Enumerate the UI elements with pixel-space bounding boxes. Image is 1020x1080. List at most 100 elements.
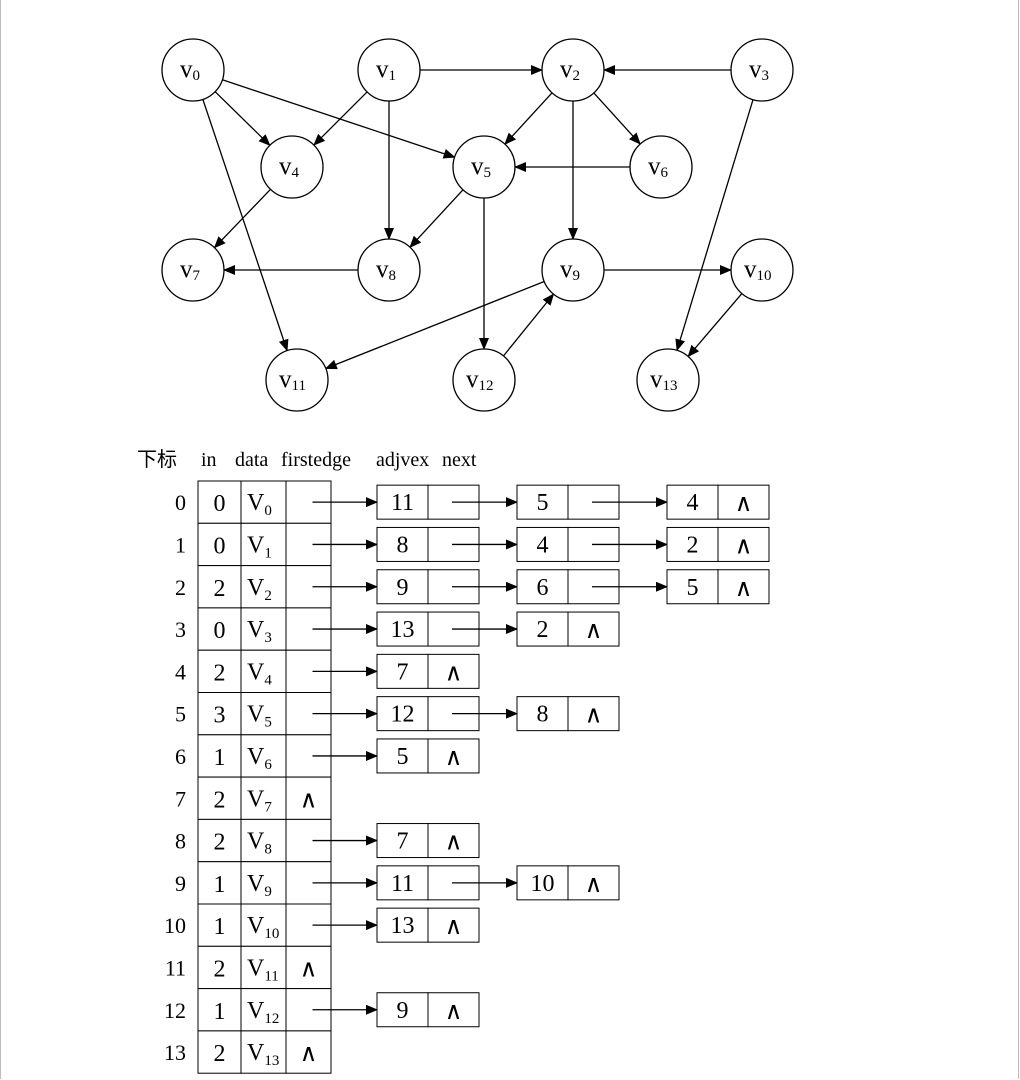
adjvex-value: 4 [687,490,699,516]
node-circle [541,38,605,102]
next-cell [427,738,480,774]
null-pointer-symbol: ∧ [445,914,463,940]
graph-node-v3: v3 [730,38,794,102]
edge-node: 2∧ [666,526,770,562]
row-index: 13 [164,1040,186,1065]
graph-node-v8: v8 [357,238,421,302]
edge-node: 12 [376,696,518,732]
row-index: 0 [175,490,186,515]
data-cell [240,861,287,905]
graph-node-v13: v13 [636,348,700,412]
edge-v10-to-v13 [687,293,743,358]
adjvex-value: 11 [391,871,414,897]
edge-v0-to-v11 [202,99,289,352]
null-pointer-symbol: ∧ [445,830,463,856]
next-cell [717,484,770,520]
graph-node-v12: v12 [452,348,516,412]
row-index: 1 [175,532,186,557]
data-cell [240,480,287,524]
adjvex-cell [376,653,429,689]
adjvex-value: 6 [537,575,549,601]
in-cell [197,945,242,990]
edge-v12-to-v9 [502,293,555,357]
null-pointer-symbol: ∧ [445,999,463,1025]
node-circle [452,135,516,199]
in-degree-value: 1 [214,745,226,771]
graph-node-v5: v5 [452,135,516,199]
next-cell [717,569,770,605]
adjvex-cell [516,484,569,520]
header-col-in: in [201,449,217,471]
in-degree-value: 1 [214,872,226,898]
header-col-firstedge: firstedge [281,449,351,471]
edge-node: 10∧ [516,865,620,901]
data-cell [240,818,287,863]
edge-v9-to-v11 [324,280,545,370]
adjacency-list-v9: 11 10∧ [376,865,620,901]
adjacency-list-v10: 13∧ [376,907,480,943]
null-pointer-symbol: ∧ [735,491,753,517]
null-pointer-symbol: ∧ [300,1041,318,1067]
edge-v0-to-v4 [214,91,271,147]
next-cell [717,526,770,562]
adjvex-cell [376,696,429,732]
row-index: 8 [175,829,186,854]
next-cell [567,611,620,647]
row-index: 5 [175,702,186,727]
in-cell [197,565,242,609]
node-circle [265,348,329,412]
next-cell [427,992,480,1028]
row-index: 6 [175,744,186,769]
edge-node: 5 [516,484,668,520]
header-col-next: next [442,449,477,471]
edge-node: 8∧ [516,696,620,732]
edge-v1-to-v4 [313,91,368,146]
adjacency-list-v8: 7∧ [376,823,480,859]
node-circle [260,135,324,199]
edge-node: 4∧ [666,484,770,520]
data-cell [240,734,287,778]
in-cell [197,1030,242,1074]
graph-node-v11: v11 [265,348,329,412]
next-cell [427,823,480,859]
graph-node-v2: v2 [541,38,605,102]
adjvex-value: 9 [397,998,409,1024]
edge-v2-to-v6 [593,92,641,145]
table-header: 下标 in data firstedge adjvex next [137,448,477,471]
null-pointer-symbol: ∧ [735,576,753,602]
graph-node-v4: v4 [260,135,324,199]
adjvex-value: 7 [397,829,409,855]
adjvex-value: 10 [531,871,555,897]
row-index: 12 [164,998,186,1023]
in-degree-value: 2 [214,787,226,813]
in-degree-value: 0 [214,491,226,517]
node-circle [452,348,516,412]
graph-node-v10: v10 [730,238,794,302]
row-index: 11 [165,955,186,980]
data-cell [240,692,287,736]
adjvex-value: 2 [537,617,549,643]
data-cell [240,776,287,820]
in-degree-value: 2 [214,830,226,856]
header-index-label: 下标 [137,448,177,471]
graph-node-v0: v0 [161,38,225,102]
header-col-data: data [235,449,268,471]
adjvex-value: 13 [391,617,415,643]
in-cell [197,607,242,651]
edge-node: 7∧ [376,823,480,859]
edge-node: 4 [516,526,668,562]
data-cell [240,607,287,651]
adjvex-cell [376,823,429,859]
adjvex-value: 5 [397,744,409,770]
data-cell [240,903,287,947]
row-index: 9 [175,871,186,896]
null-pointer-symbol: ∧ [445,660,463,686]
adjvex-cell [516,611,569,647]
edge-node: 5∧ [666,569,770,605]
